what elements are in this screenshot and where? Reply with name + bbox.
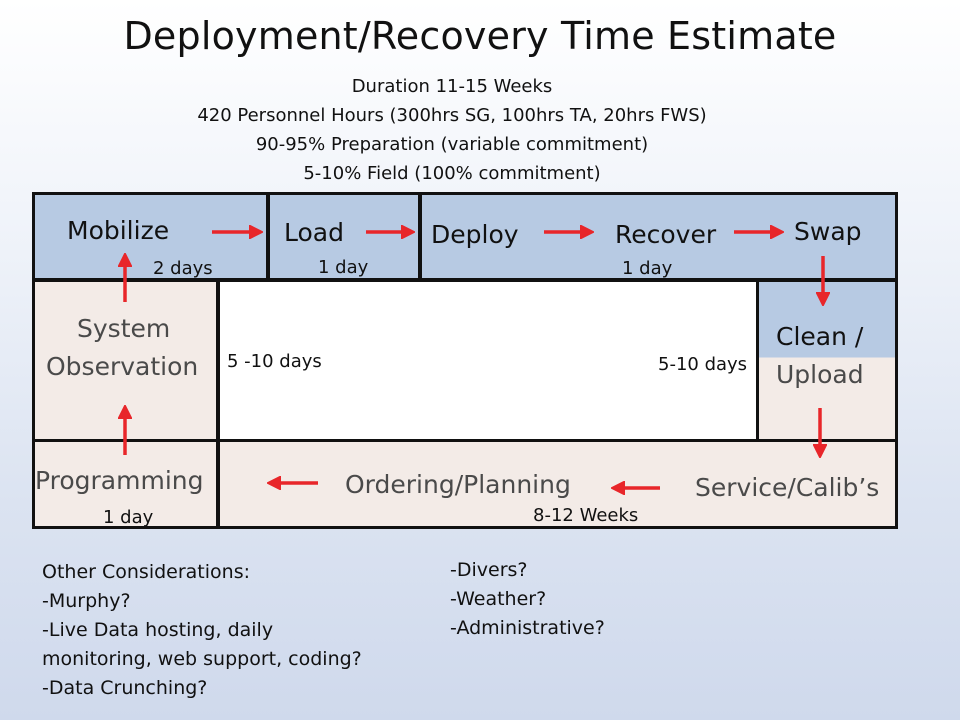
ordering-planning-label: Ordering/Planning bbox=[345, 470, 571, 499]
programming-label: Programming bbox=[35, 466, 204, 495]
summary-field: 5-10% Field (100% commitment) bbox=[303, 163, 601, 184]
ordering-duration: 8-12 Weeks bbox=[533, 505, 639, 526]
system-label: System bbox=[77, 314, 171, 343]
note-line: -Murphy? bbox=[42, 590, 131, 612]
note-line: -Weather? bbox=[450, 588, 547, 610]
note-line: monitoring, web support, coding? bbox=[42, 648, 362, 670]
programming-duration: 1 day bbox=[103, 507, 154, 528]
right-interval-duration: 5-10 days bbox=[658, 354, 748, 375]
summary-personnel-hours: 420 Personnel Hours (300hrs SG, 100hrs T… bbox=[197, 105, 707, 126]
deploy-recover-duration: 1 day bbox=[622, 258, 673, 279]
note-line: Other Considerations: bbox=[42, 561, 250, 583]
page-title: Deployment/Recovery Time Estimate bbox=[123, 14, 837, 58]
note-line: -Administrative? bbox=[450, 617, 605, 639]
recover-label: Recover bbox=[615, 220, 717, 249]
note-line: -Data Crunching? bbox=[42, 677, 208, 699]
summary-duration: Duration 11-15 Weeks bbox=[351, 76, 553, 97]
upload-label: Upload bbox=[776, 360, 864, 389]
mobilize-duration: 2 days bbox=[153, 258, 213, 279]
load-label: Load bbox=[284, 218, 344, 247]
load-duration: 1 day bbox=[318, 257, 369, 278]
clean-upload-box bbox=[756, 279, 898, 442]
ordering-service-box bbox=[217, 439, 898, 529]
observation-label: Observation bbox=[46, 352, 199, 381]
deploy-label: Deploy bbox=[431, 220, 519, 249]
summary-preparation: 90-95% Preparation (variable commitment) bbox=[255, 134, 649, 155]
note-line: -Divers? bbox=[450, 559, 528, 581]
summary-block: Duration 11-15 Weeks 420 Personnel Hours… bbox=[152, 72, 752, 188]
mobilize-label: Mobilize bbox=[67, 216, 170, 245]
left-interval-duration: 5 -10 days bbox=[227, 351, 322, 372]
service-calibs-label: Service/Calib’s bbox=[695, 473, 880, 502]
note-line: -Live Data hosting, daily bbox=[42, 619, 274, 641]
swap-label: Swap bbox=[794, 217, 862, 246]
additional-considerations-notes: -Divers? -Weather? -Administrative? bbox=[450, 556, 605, 643]
clean-label: Clean / bbox=[776, 322, 864, 351]
deploy-recover-swap-box bbox=[419, 192, 898, 281]
other-considerations-notes: Other Considerations: -Murphy? -Live Dat… bbox=[42, 558, 362, 703]
